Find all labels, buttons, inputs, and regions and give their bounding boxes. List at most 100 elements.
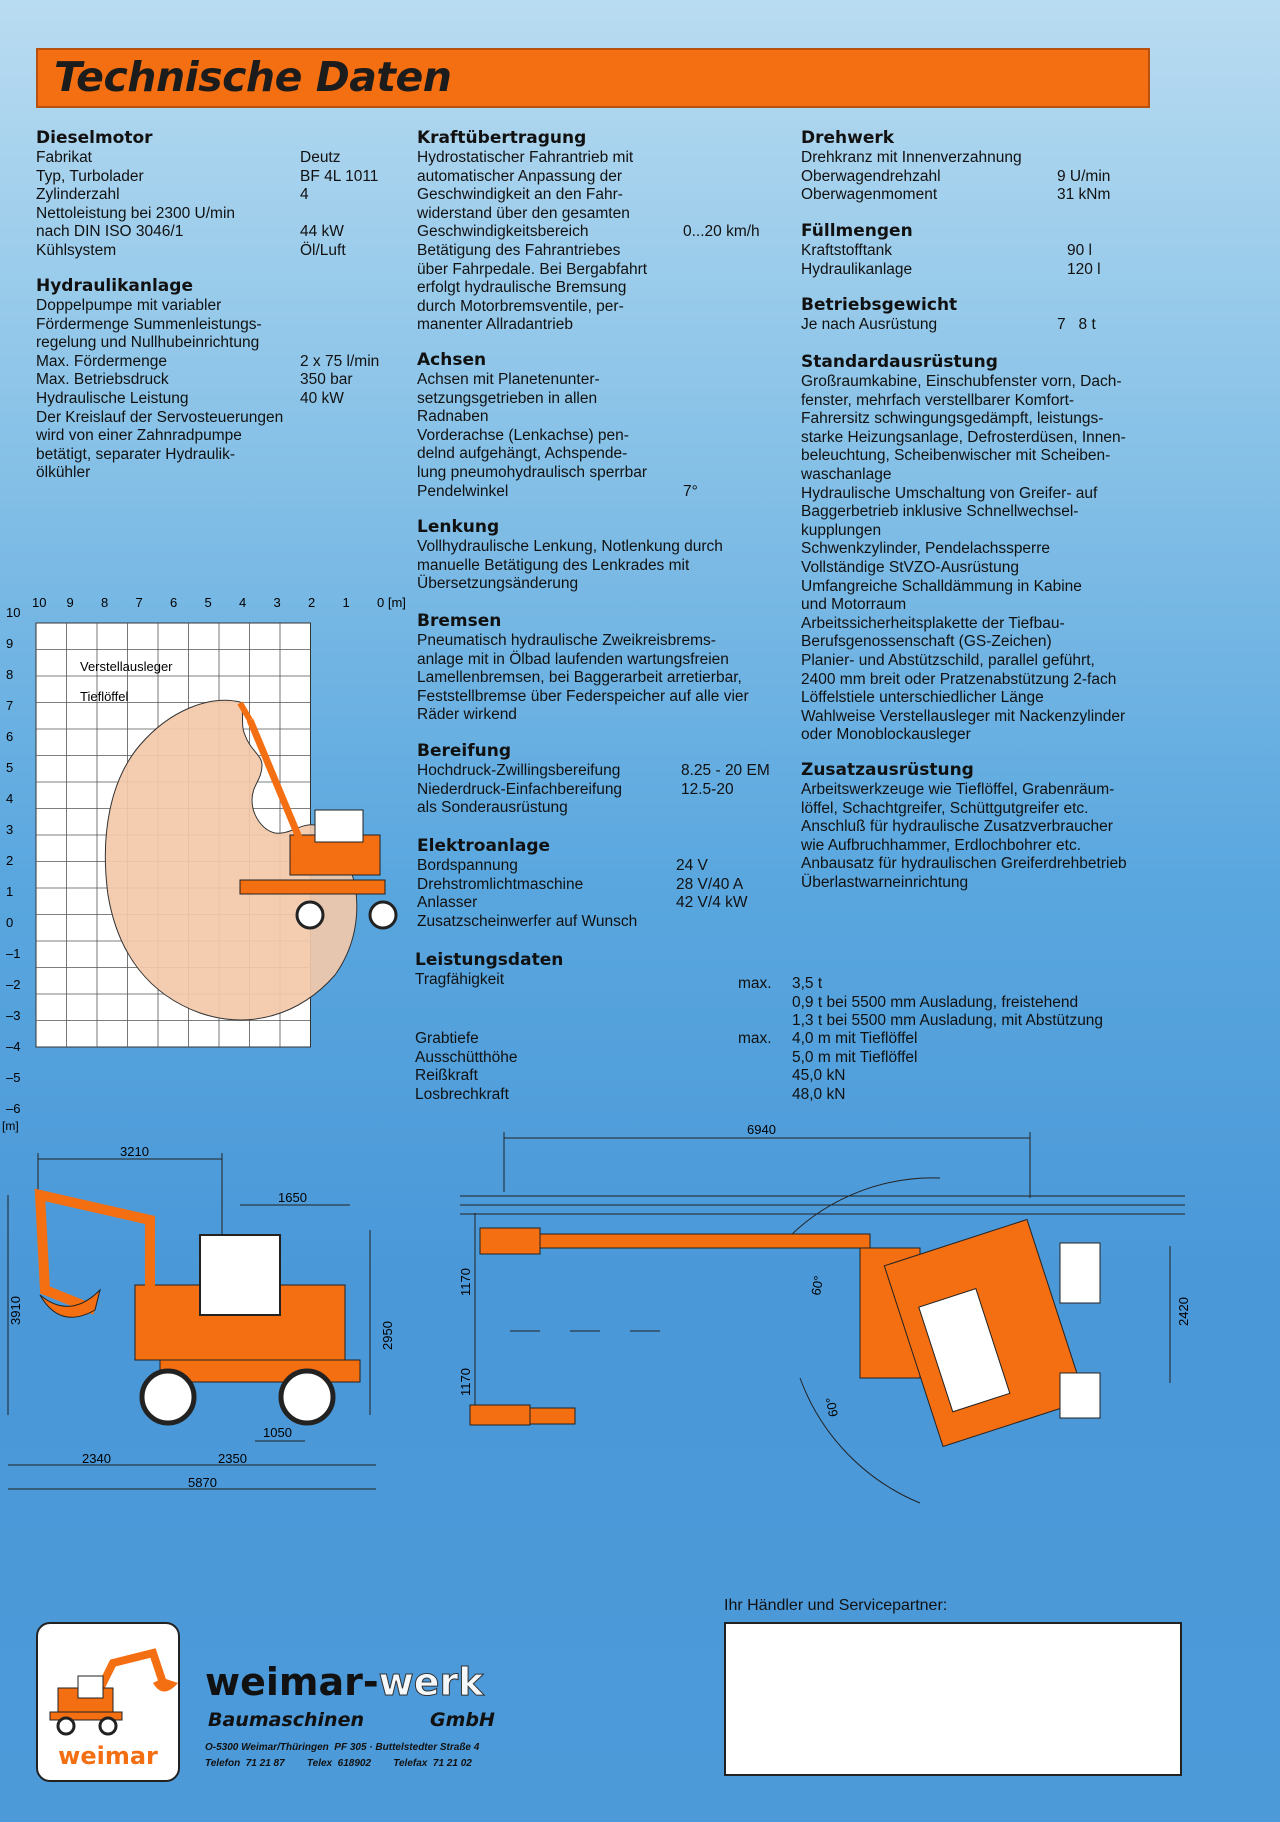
spec-label: betätigt, separater Hydraulik- (36, 445, 236, 463)
spec-label: Radnaben (417, 408, 489, 426)
reach-y-tick: –1 (6, 946, 20, 961)
text-standardausruestung: Großraumkabine, Einschubfenster vorn, Da… (801, 373, 1126, 744)
heading-dieselmotor: Dieselmotor (36, 128, 153, 148)
spec-value: 42 V/4 kW (676, 894, 748, 912)
dim-2950: 2950 (380, 1321, 395, 1350)
reach-x-tick: 3 (274, 595, 281, 610)
top-excavator (469, 1218, 1101, 1448)
heading-bereifung: Bereifung (417, 741, 511, 761)
angle-60-bottom: 60° (823, 1396, 841, 1418)
spec-label: Niederdruck-Einfachbereifung (417, 780, 623, 798)
spec-label: Achsen mit Planetenunter- (417, 371, 600, 388)
text-bremsen: Pneumatisch hydraulische Zweikreisbrems-… (417, 632, 749, 724)
spec-row: Betätigung des Fahrantriebes (417, 242, 647, 261)
label-tragfaehigkeit: Tragfähigkeit (415, 971, 505, 988)
spec-label: Kraftstofftank (801, 242, 893, 259)
reach-x-tick: 0 [m] (377, 595, 406, 610)
spec-label: Oberwagenmoment (801, 186, 938, 204)
values-tragfaehigkeit: 3,5 t 0,9 t bei 5500 mm Ausladung, freis… (792, 975, 1104, 1030)
section-standardausruestung: Standardausrüstung Großraumkabine, Einsc… (801, 352, 1126, 745)
heading-kraftuebertragung: Kraftübertragung (417, 128, 587, 148)
dim-5870: 5870 (188, 1475, 217, 1490)
spec-label: widerstand über den gesamten (417, 204, 630, 222)
spec-label: durch Motorbremsventile, per- (417, 297, 624, 315)
reach-y-tick: 5 (6, 760, 13, 775)
text-zusatzausruestung: Arbeitswerkzeuge wie Tieflöffel, Grabenr… (801, 781, 1127, 891)
page-title: Technische Daten (54, 53, 452, 101)
company-contact: Telefon 71 21 87 Telex 618902 Telefax 71… (205, 1758, 472, 1769)
spec-label: erfolgt hydraulische Bremsung (417, 279, 627, 297)
spec-row: durch Motorbremsventile, per- (417, 298, 647, 317)
spec-row: lung pneumohydraulisch sperrbar (417, 464, 647, 483)
spec-value: 350 bar (300, 371, 353, 389)
reach-envelope (104, 699, 358, 1021)
spec-label: regelung und Nullhubeinrichtung (36, 334, 260, 352)
spec-row: Niederdruck-Einfachbereifung 12.5-20 (417, 780, 734, 800)
spec-value: Deutz (300, 149, 341, 166)
values-leistungsdaten: 4,0 m mit Tieflöffel 5,0 m mit Tieflöffe… (792, 1030, 918, 1103)
reach-y-tick: 3 (6, 822, 13, 837)
reach-y-tick: 9 (6, 636, 13, 651)
section-lenkung: Lenkung Vollhydraulische Lenkung, Notlen… (417, 517, 723, 594)
logo-wordmark: weimar (58, 1742, 158, 1770)
heading-lenkung: Lenkung (417, 517, 500, 537)
spec-row: Hydrostatischer Fahrantrieb mit (417, 149, 647, 168)
reach-y-tick: –2 (6, 977, 20, 992)
reach-y-unit: [m] (2, 1119, 19, 1133)
reach-y-tick: –5 (6, 1070, 20, 1085)
spec-value: 4 (300, 186, 309, 204)
spec-row: Achsen mit Planetenunter- (417, 371, 647, 390)
labels-leistungsdaten: Grabtiefe Ausschütthöhe Reißkraft Losbre… (415, 1030, 518, 1103)
spec-row: wird von einer Zahnradpumpe (36, 427, 283, 446)
spec-label: Kühlsystem (36, 241, 117, 259)
reach-x-tick: 2 (308, 595, 315, 610)
spec-label: lung pneumohydraulisch sperrbar (417, 463, 648, 481)
section-leistungsdaten: Leistungsdaten Tragfähigkeit (415, 950, 563, 990)
spec-label: Typ, Turbolader (36, 167, 144, 185)
spec-row: ölkühler (36, 464, 283, 483)
reach-x-tick: 6 (170, 595, 177, 610)
dim-3910: 3910 (8, 1296, 23, 1325)
spec-row: Radnaben (417, 408, 647, 427)
reach-y-tick: –6 (6, 1101, 20, 1116)
spec-label: wird von einer Zahnradpumpe (36, 427, 242, 445)
spec-label: delnd aufgehängt, Achspende- (417, 445, 628, 463)
dim-1170-bottom: 1170 (458, 1368, 473, 1396)
heading-leistungsdaten: Leistungsdaten (415, 950, 564, 970)
spec-row: widerstand über den gesamten (417, 205, 647, 224)
dim-6940: 6940 (747, 1122, 776, 1137)
spec-label: Betätigung des Fahrantriebes (417, 241, 621, 259)
spec-row: betätigt, separater Hydraulik- (36, 446, 283, 465)
spec-label: Der Kreislauf der Servosteuerungen (36, 408, 284, 426)
spec-row: Drehkranz mit Innenverzahnung (801, 149, 1022, 168)
label-verstellausleger: Verstellausleger (80, 659, 173, 674)
reach-x-tick: 4 (239, 595, 246, 610)
spec-value: 2 x 75 l/min (300, 352, 380, 370)
dim-1050: 1050 (263, 1425, 292, 1440)
reach-y-tick: –4 (6, 1039, 20, 1054)
max-label-2: max. (738, 1030, 772, 1047)
spec-label: nach DIN ISO 3046/1 (36, 223, 184, 241)
spec-row: Der Kreislauf der Servosteuerungen (36, 409, 283, 428)
spec-value: 12.5-20 (681, 780, 734, 798)
spec-row: setzungsgetrieben in allen (417, 390, 647, 409)
spec-value: BF 4L 1011 (300, 167, 379, 185)
dim-3210: 3210 (120, 1144, 149, 1159)
dealer-label: Ihr Händler und Servicepartner: (724, 1597, 948, 1614)
spec-label: Zylinderzahl (36, 186, 120, 204)
spec-row: Zylinderzahl 4 (36, 186, 309, 205)
heading-drehwerk: Drehwerk (801, 128, 895, 148)
max-label-1: max. (738, 975, 772, 992)
spec-row: Doppelpumpe mit variabler (36, 297, 283, 316)
heading-fuellmengen: Füllmengen (801, 221, 913, 241)
reach-x-tick: 9 (67, 595, 74, 610)
